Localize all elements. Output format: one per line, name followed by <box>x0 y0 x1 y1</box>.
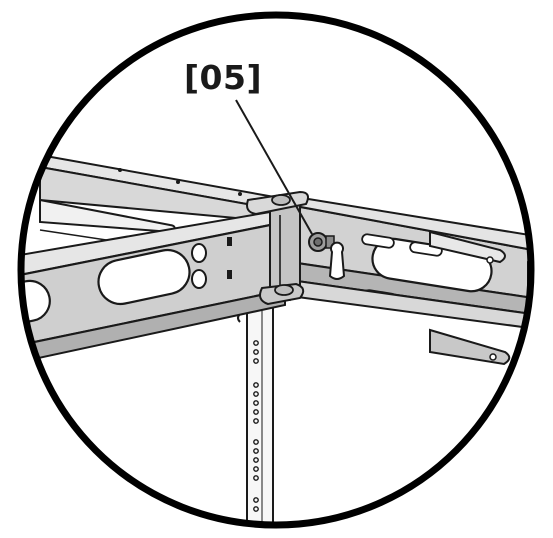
leader-line <box>235 99 313 235</box>
left-rail <box>21 210 288 364</box>
detail-circle <box>17 11 535 529</box>
corner-bracket <box>246 190 309 306</box>
keyhole-slot-icon <box>328 241 346 280</box>
vertical-post <box>237 304 274 525</box>
post-hole-pattern <box>253 340 259 512</box>
right-rail <box>288 194 531 366</box>
back-rail <box>39 153 281 224</box>
bolt-icon <box>308 232 335 252</box>
detail-contents <box>21 99 531 525</box>
callout-label: [05] <box>183 58 263 97</box>
